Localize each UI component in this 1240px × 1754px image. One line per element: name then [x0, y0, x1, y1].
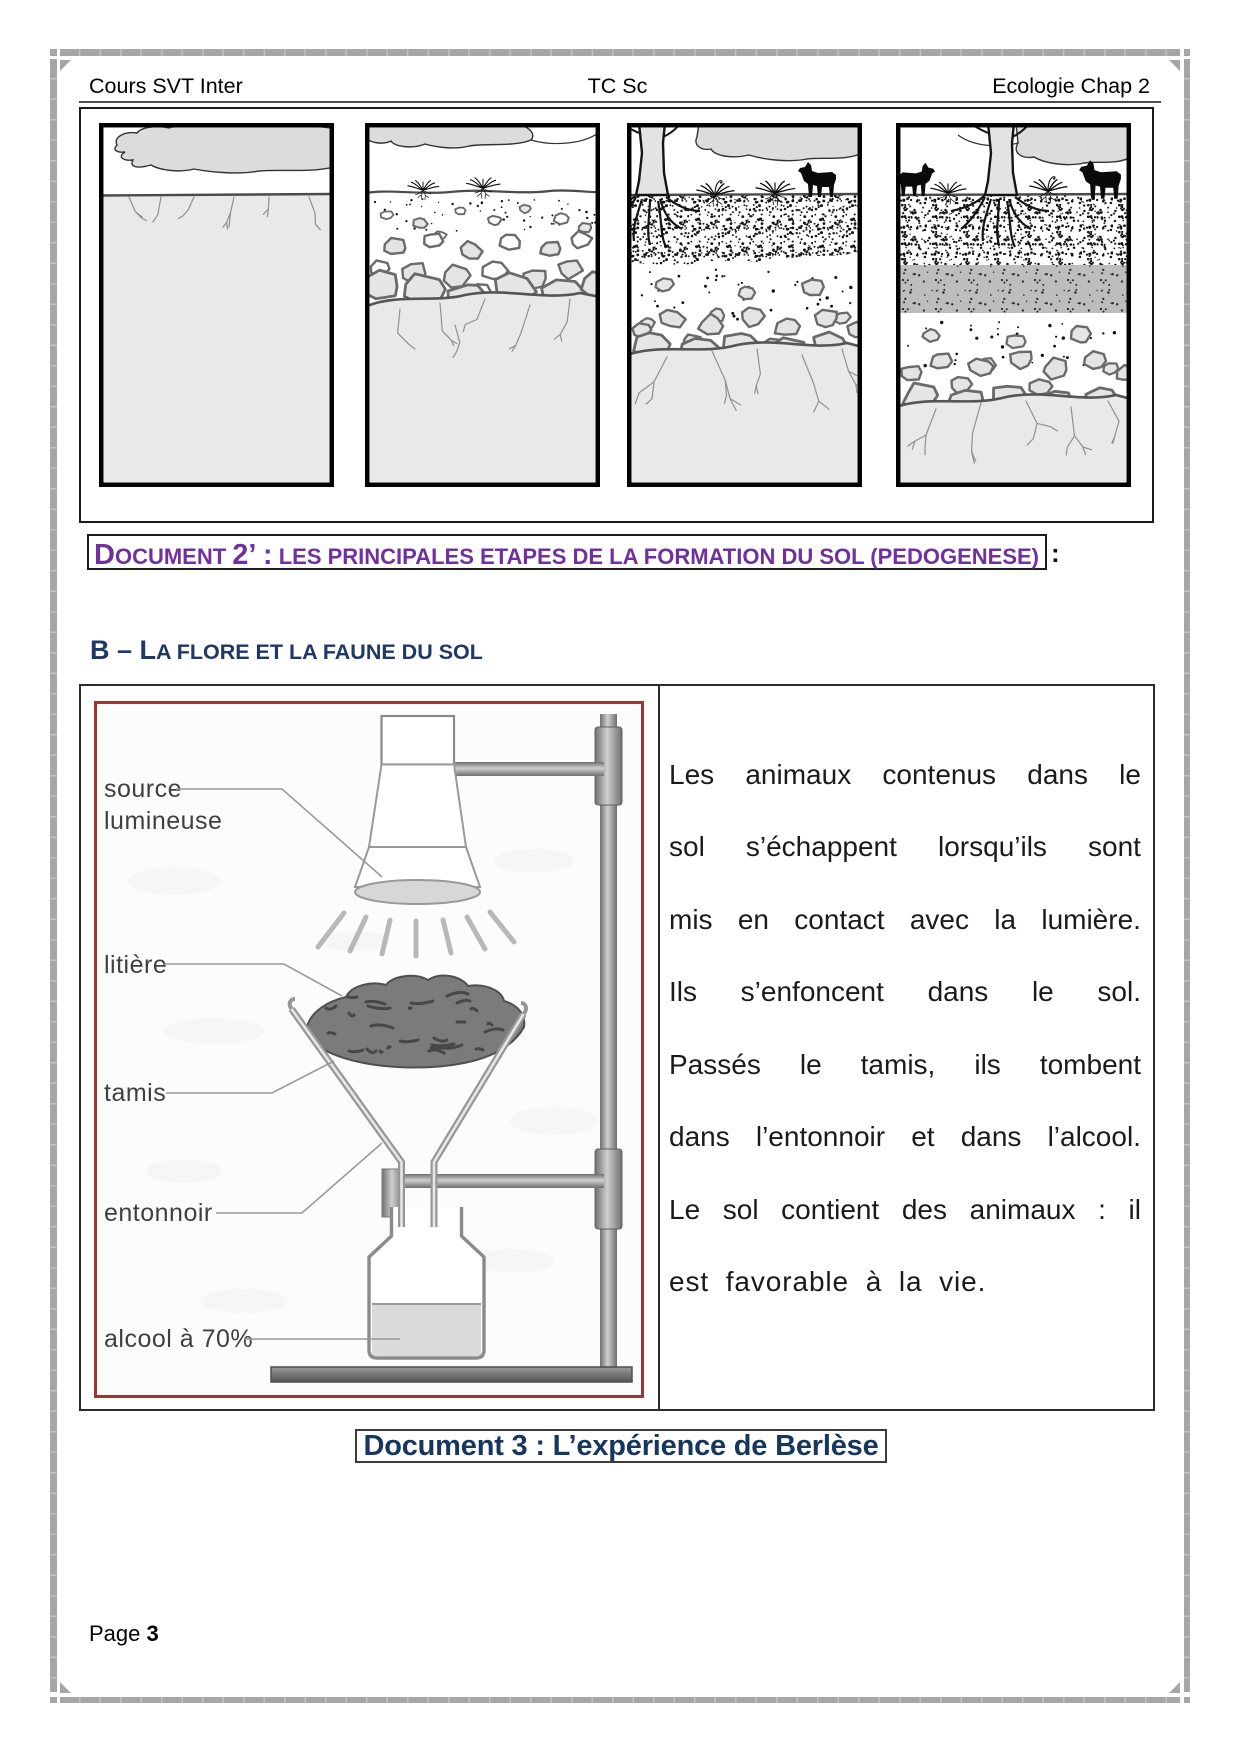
svg-text:lumineuse: lumineuse — [104, 807, 222, 835]
svg-text:alcool à 70%: alcool à 70% — [104, 1325, 253, 1353]
svg-text:tamis: tamis — [104, 1079, 166, 1107]
svg-text:entonnoir: entonnoir — [104, 1199, 213, 1227]
svg-text:source: source — [104, 775, 182, 803]
svg-text:litière: litière — [104, 951, 167, 979]
